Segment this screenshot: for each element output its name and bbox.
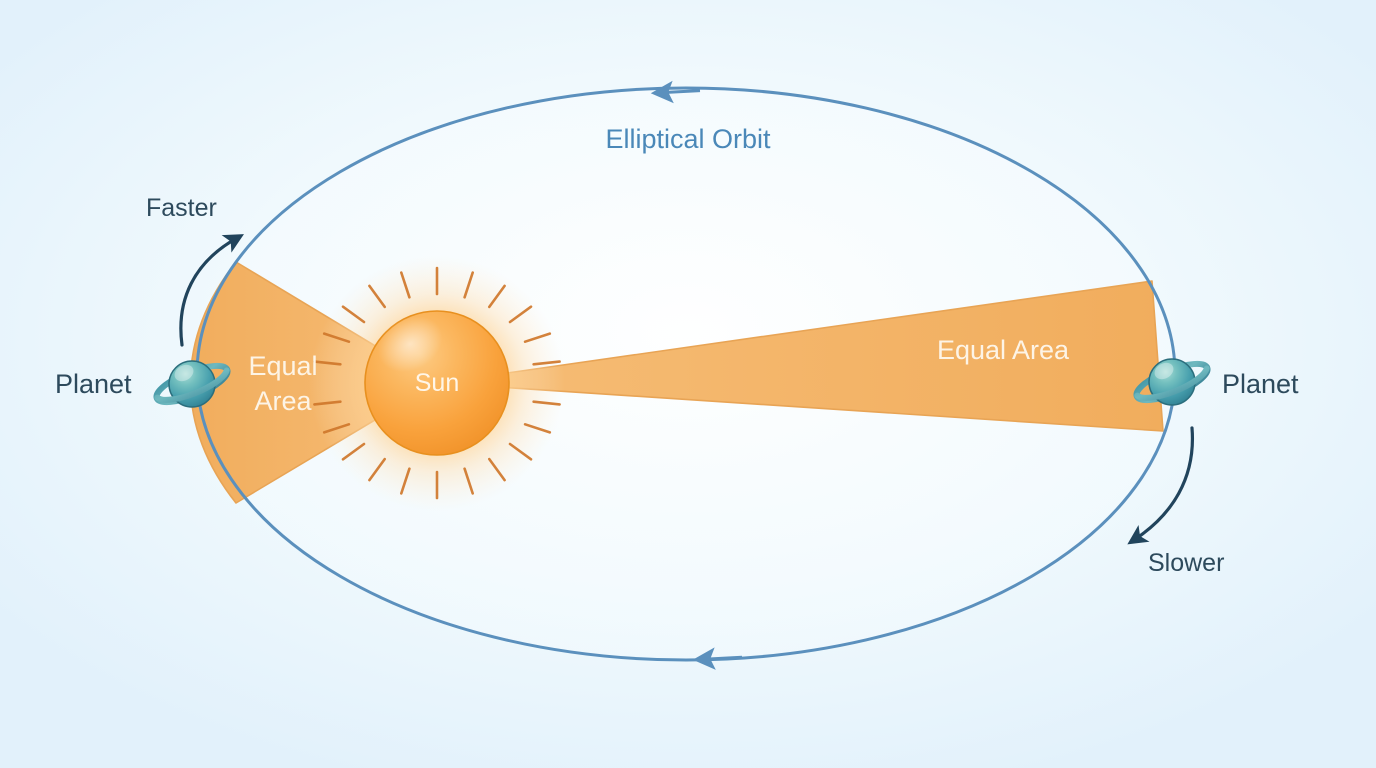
planet-right-label: Planet [1222, 369, 1299, 399]
sun-specular-highlight [377, 316, 443, 372]
equal-area-left-label-line1: Equal [248, 351, 317, 381]
sun-rays [313, 266, 561, 500]
planet-left-ring-front [154, 367, 230, 403]
sun: Sun [309, 255, 565, 511]
planet-left-highlight [174, 364, 194, 382]
planet-right [1133, 358, 1211, 406]
planet-left [153, 360, 231, 408]
slower-label: Slower [1148, 549, 1224, 577]
slower-arrow [1127, 426, 1195, 545]
planet-left-label: Planet [55, 369, 132, 399]
sun-label: Sun [415, 369, 459, 397]
equal-area-right-label: Equal Area [937, 335, 1070, 365]
faster-annotation: Faster [146, 194, 244, 347]
faster-arrow [179, 234, 244, 347]
equal-area-sector-right [436, 280, 1164, 432]
planet-right-ring-front [1134, 365, 1210, 401]
equal-area-left-label-line2: Area [254, 386, 312, 416]
planet-right-highlight [1154, 362, 1174, 380]
slower-annotation: Slower [1127, 426, 1224, 577]
diagram-title: Elliptical Orbit [605, 124, 771, 154]
equal-area-sector-right-shape [436, 280, 1164, 432]
top-orbit-arrow [650, 80, 701, 104]
faster-label: Faster [146, 194, 217, 222]
bottom-orbit-arrow [692, 647, 743, 670]
equal-area-left-label: Equal Area [248, 351, 317, 416]
